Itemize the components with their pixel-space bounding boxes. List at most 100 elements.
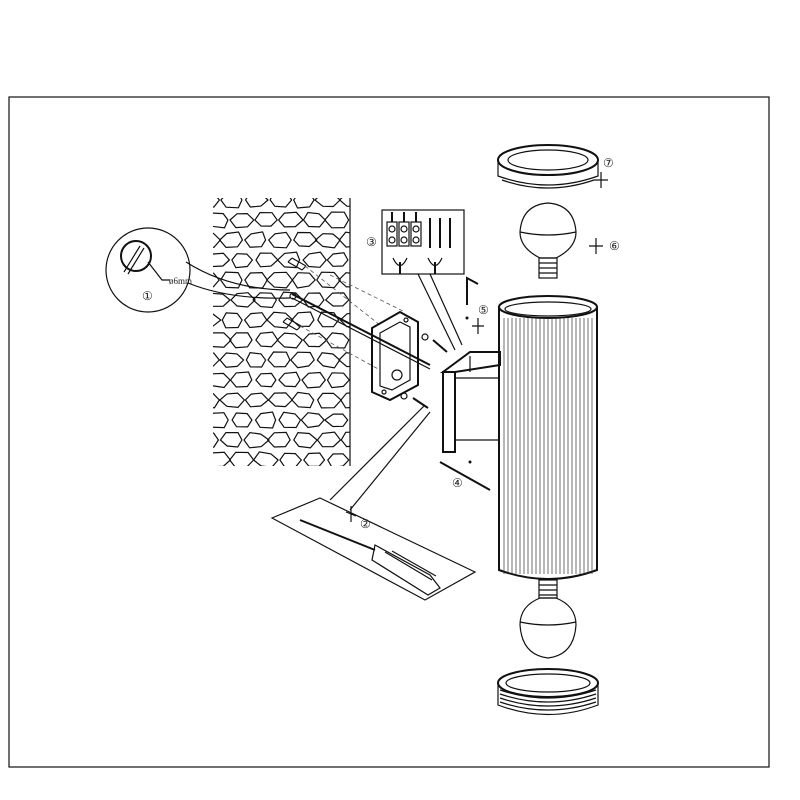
lamp-cylinder xyxy=(498,295,598,580)
stone xyxy=(230,292,256,308)
stone xyxy=(276,332,304,349)
thread xyxy=(499,693,597,703)
stone xyxy=(219,271,243,289)
stone xyxy=(313,198,341,208)
step-6-label: ⑥ xyxy=(609,239,620,253)
stone xyxy=(316,392,342,409)
stone xyxy=(213,392,221,409)
stone xyxy=(267,231,292,249)
stone xyxy=(213,451,232,466)
stone xyxy=(244,231,267,248)
drill-diameter-label: ø6mm xyxy=(169,276,192,286)
stone xyxy=(326,252,349,267)
stone xyxy=(269,198,293,208)
stone xyxy=(229,371,253,388)
stone xyxy=(213,252,231,268)
diagram-frame xyxy=(8,96,770,768)
stone xyxy=(220,198,243,209)
stone xyxy=(243,431,270,449)
rotate-icon xyxy=(472,318,484,334)
mounting-plate xyxy=(371,310,419,402)
lamp-bracket: ④ xyxy=(439,351,501,491)
rotate-icon xyxy=(345,506,357,522)
stone xyxy=(254,411,277,429)
stone xyxy=(302,251,327,268)
stone xyxy=(327,453,350,466)
grub-screw xyxy=(439,461,491,491)
screwdriver-panel: ② xyxy=(270,497,477,601)
stone xyxy=(213,412,229,429)
stone xyxy=(244,198,269,208)
stone xyxy=(213,232,222,248)
stone xyxy=(302,332,328,348)
stone xyxy=(231,253,254,269)
drill-detail-callout: ø6mm ① xyxy=(105,227,291,313)
stone xyxy=(316,271,342,289)
stone xyxy=(278,411,302,429)
stone xyxy=(278,291,304,308)
step-5-label: ⑤ xyxy=(478,303,489,317)
stone xyxy=(340,392,350,409)
stone xyxy=(229,212,255,229)
stone xyxy=(255,252,279,268)
stone xyxy=(338,198,350,207)
stone-wall xyxy=(213,198,351,466)
stone xyxy=(213,372,231,389)
stone xyxy=(265,271,294,289)
thread xyxy=(499,697,597,707)
stone xyxy=(314,233,341,249)
stone xyxy=(276,251,301,269)
top-bulb: ⑥ xyxy=(519,202,620,279)
stone xyxy=(291,272,317,289)
stone xyxy=(213,332,232,348)
step-2-label: ② xyxy=(360,517,371,531)
step-4-label: ④ xyxy=(452,476,463,490)
stone xyxy=(291,391,315,409)
bottom-bulb xyxy=(519,579,577,659)
stone xyxy=(243,312,268,329)
stone xyxy=(213,212,229,229)
stone xyxy=(316,431,342,448)
stone xyxy=(213,432,220,448)
stone xyxy=(338,231,350,248)
stone xyxy=(337,272,350,288)
stone xyxy=(267,392,294,408)
stone xyxy=(266,311,294,329)
stone xyxy=(213,352,221,367)
allen-key: ⑤ xyxy=(465,276,489,334)
stone xyxy=(277,211,304,228)
stone xyxy=(325,332,350,349)
step-3-label: ③ xyxy=(366,235,377,249)
stone xyxy=(255,372,277,388)
stone xyxy=(323,413,349,428)
step-1-label: ① xyxy=(142,289,153,303)
bottom-cover-ring xyxy=(497,668,599,716)
stone xyxy=(290,311,315,328)
stone xyxy=(228,451,255,466)
step-7-label: ⑦ xyxy=(603,156,614,170)
stone xyxy=(266,431,291,448)
rotate-icon xyxy=(594,172,608,188)
stone xyxy=(279,452,303,466)
stone xyxy=(231,412,253,428)
stone xyxy=(245,352,267,368)
stone xyxy=(228,332,253,349)
stone xyxy=(324,211,350,229)
stone xyxy=(300,412,325,429)
wall-anchors xyxy=(282,257,431,371)
stone xyxy=(254,211,278,227)
wiring-detail: ③ xyxy=(366,209,465,351)
thread xyxy=(499,689,597,699)
screws xyxy=(329,333,448,511)
stone xyxy=(338,352,350,368)
stone xyxy=(326,372,350,389)
power-cable xyxy=(291,293,431,366)
stone xyxy=(218,392,246,409)
stone xyxy=(303,452,326,466)
stone xyxy=(213,292,231,307)
stone xyxy=(213,198,221,208)
stone xyxy=(289,351,315,369)
top-cover-ring: ⑦ xyxy=(497,144,614,189)
stone xyxy=(278,371,301,388)
stone xyxy=(213,272,220,288)
